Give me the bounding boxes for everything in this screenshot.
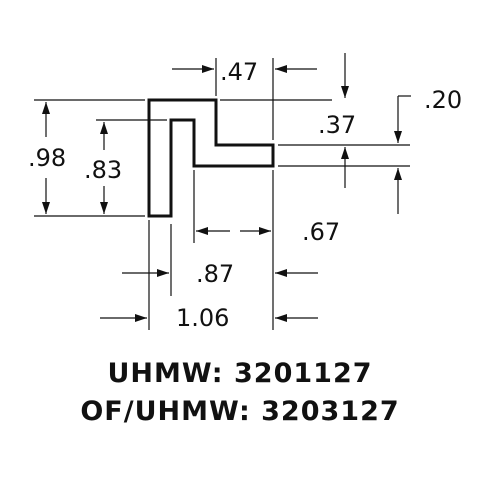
dim-inner-height: .83 bbox=[84, 156, 122, 184]
dim-step-height: .37 bbox=[318, 111, 356, 139]
part-number-of-uhmw: OF/UHMW: 3203127 bbox=[80, 396, 400, 427]
part-number-uhmw: UHMW: 3201127 bbox=[107, 358, 373, 389]
dim-outer-height: .98 bbox=[28, 144, 66, 172]
profile-outline bbox=[147, 98, 275, 218]
dim-inner-width: .87 bbox=[196, 260, 234, 288]
profile-drawing: .47 .20 .37 .98 .83 .67 .87 1.06 bbox=[28, 53, 462, 332]
dim-top-width: .47 bbox=[220, 58, 258, 86]
dim-right-height: .20 bbox=[424, 86, 462, 114]
dimension-lines bbox=[34, 53, 411, 330]
dim-leg-length: .67 bbox=[302, 218, 340, 246]
dim-overall-width: 1.06 bbox=[176, 304, 229, 332]
